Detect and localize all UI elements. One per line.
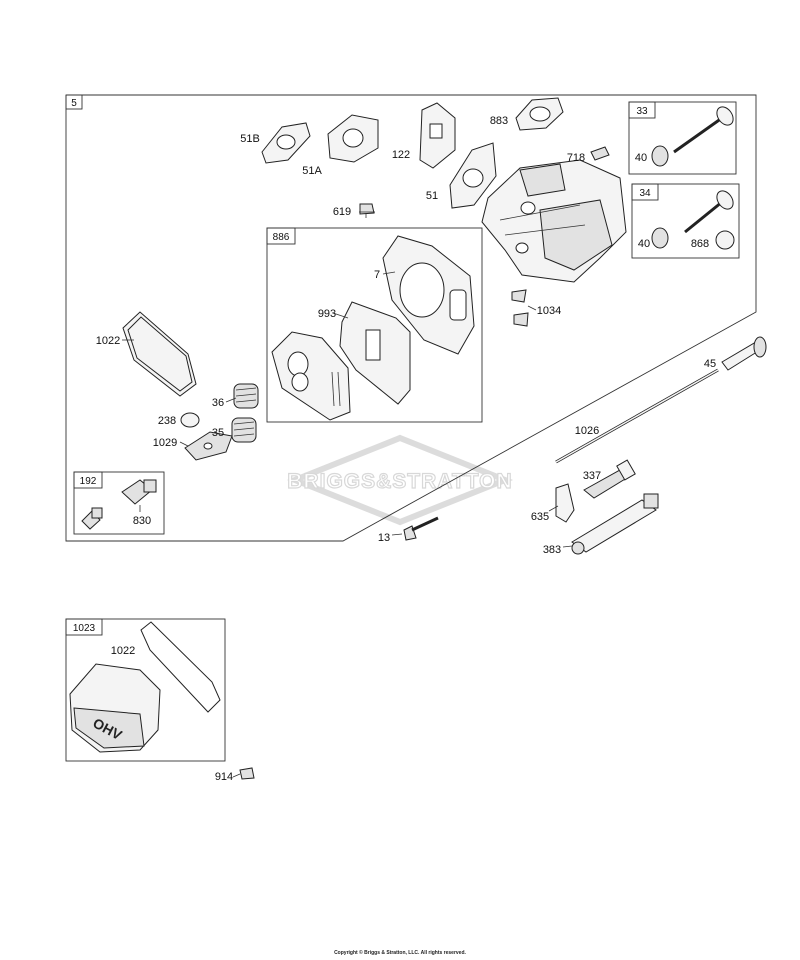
callout-883: 883 (490, 115, 508, 127)
adjuster-830 (81, 479, 157, 530)
tappet-45 (721, 336, 767, 371)
briggs-stratton-watermark: BRIGGS&STRATTON (287, 434, 514, 526)
main-assembly-frame (65, 94, 757, 542)
intake-plate (271, 331, 351, 421)
push-rod-1026 (555, 368, 719, 464)
ignition-armature-383 (571, 493, 659, 555)
callout-122: 122 (392, 149, 410, 161)
exhaust-valve-label: 34 (639, 188, 651, 199)
cover-kit-tag (65, 618, 103, 636)
callout-7: 7 (374, 269, 380, 281)
callout-619: 619 (333, 206, 351, 218)
gasket-set-tag (266, 227, 296, 245)
spark-plug-337 (583, 459, 636, 499)
valve-cap-238 (180, 412, 200, 428)
callout-914: 914 (215, 771, 233, 783)
callout-51b: 51B (240, 133, 260, 145)
callout-51a: 51A (302, 165, 322, 177)
valve-spring-35 (231, 417, 257, 443)
screw-619 (359, 203, 375, 218)
callout-labels: 51B 51A 122 883 718 51 619 7 993 1034 10… (96, 115, 716, 783)
exhaust-valve-frame (631, 183, 740, 259)
callout-383: 383 (543, 544, 561, 556)
cover-kit-frame (65, 618, 226, 762)
gasket-993 (339, 301, 411, 405)
valve-spring-36 (233, 383, 259, 409)
callout-868: 868 (691, 238, 709, 250)
exhaust-valve-34 (651, 190, 735, 250)
intake-valve-label: 33 (636, 106, 648, 117)
head-gasket-7 (382, 235, 475, 355)
callout-1026: 1026 (575, 425, 599, 437)
callout-238: 238 (158, 415, 176, 427)
valve-cover-kit-1022 (140, 621, 221, 713)
callout-40-intake: 40 (635, 152, 647, 164)
callout-51: 51 (426, 190, 438, 202)
exhaust-valve-tag (631, 183, 659, 201)
intake-valve-frame (628, 101, 737, 175)
bolt-13 (403, 516, 439, 541)
main-box-label: 5 (71, 98, 77, 109)
gasket-set-frame (266, 227, 483, 423)
callout-337: 337 (583, 470, 601, 482)
callout-1034: 1034 (537, 305, 561, 317)
adjuster-frame (73, 471, 165, 535)
intake-valve-tag (628, 101, 656, 119)
copyright-notice: Copyright © Briggs & Stratton, LLC. All … (334, 950, 466, 956)
adjuster-label: 192 (80, 476, 97, 487)
gasket-122 (419, 102, 456, 169)
pin-718 (590, 146, 610, 161)
gasket-set-label: 886 (273, 232, 290, 243)
valve-cover-gasket-1022 (122, 311, 197, 397)
callout-635: 635 (531, 511, 549, 523)
valve-cover-1023: OHV (69, 663, 161, 753)
spark-plug-boot-635 (555, 483, 575, 523)
watermark-text: BRIGGS&STRATTON (287, 470, 512, 493)
callout-40-exhaust: 40 (638, 238, 650, 250)
callout-45: 45 (704, 358, 716, 370)
callout-36: 36 (212, 397, 224, 409)
callout-830: 830 (133, 515, 151, 527)
cover-kit-label: 1023 (73, 623, 96, 634)
callout-718: 718 (567, 152, 585, 164)
gasket-51a (327, 114, 379, 163)
leader-lines (122, 211, 573, 778)
callout-993: 993 (318, 308, 336, 320)
adjuster-tag (73, 471, 103, 489)
intake-valve-33 (651, 106, 734, 167)
cylinder-head (481, 159, 627, 283)
callout-1029: 1029 (153, 437, 177, 449)
callout-1022-cover: 1022 (111, 645, 135, 657)
callout-13: 13 (378, 532, 390, 544)
screw-914 (239, 767, 255, 780)
main-box-tag (65, 94, 83, 110)
callout-1022: 1022 (96, 335, 120, 347)
gasket-883 (515, 97, 564, 131)
gasket-51b (261, 122, 311, 164)
callout-35: 35 (212, 427, 224, 439)
gasket-51 (449, 142, 497, 209)
rocker-arm-1029 (184, 431, 233, 461)
retainer-1034 (511, 289, 529, 327)
